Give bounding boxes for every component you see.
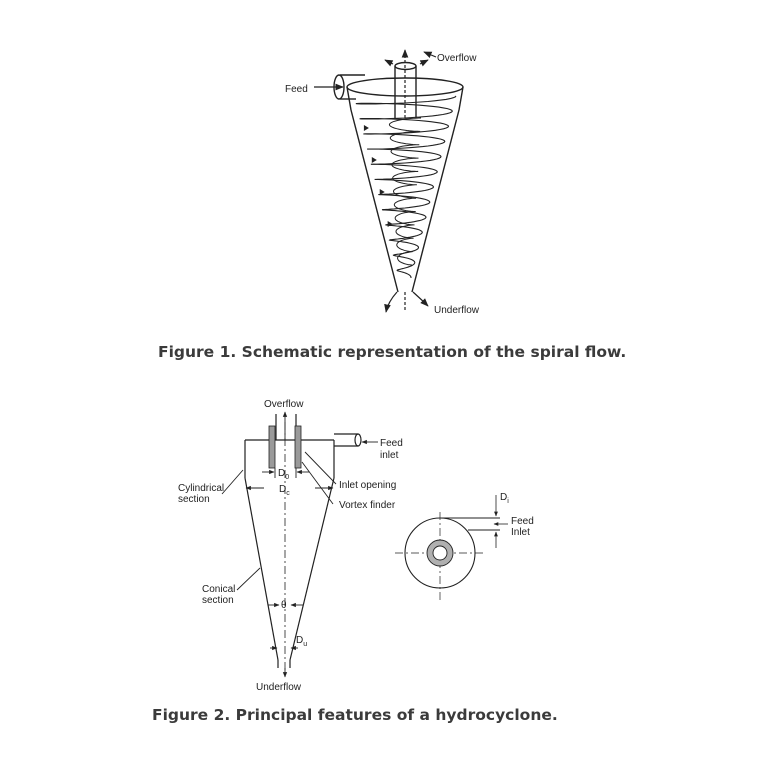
di-label: Di — [500, 492, 509, 505]
conical-section-label-line1: Conical — [202, 584, 235, 595]
spiral-direction-arrow — [387, 221, 393, 227]
inner-spiral — [388, 117, 421, 266]
conical-section-label-line2: section — [202, 595, 234, 606]
dc-label: Dc — [279, 484, 290, 497]
top-view-core — [432, 545, 448, 561]
underflow-arrow-left — [384, 291, 398, 313]
cylindrical-section-label-line1: Cylindrical — [178, 483, 224, 494]
spiral-direction-arrow — [363, 125, 369, 131]
outer-spiral — [355, 95, 457, 278]
feed-inlet-label-line1: Feed — [380, 438, 403, 449]
vortex-finder-right — [294, 425, 302, 469]
vortex-finder-left — [268, 425, 276, 469]
feed-label: Feed — [285, 84, 308, 95]
figure1-spiral-flow — [355, 95, 457, 278]
overflow-label: Overflow — [437, 53, 477, 64]
cylindrical-section-label-line2: section — [178, 494, 210, 505]
vortex-finder-label: Vortex finder — [339, 500, 396, 511]
figure2-caption: Figure 2. Principal features of a hydroc… — [152, 706, 558, 724]
d0-label: D0 — [278, 468, 289, 481]
figure1-arrows — [314, 49, 437, 313]
inlet-opening-label: Inlet opening — [339, 480, 396, 491]
underflow-label: Underflow — [434, 305, 480, 316]
overflow-label: Overflow — [264, 399, 304, 410]
underflow-label: Underflow — [256, 682, 302, 693]
underflow-arrow-right — [412, 291, 429, 307]
top-feed-inlet-label-line2: Inlet — [511, 527, 530, 538]
figure2-cyclone-outline — [244, 414, 362, 668]
top-feed-inlet-label-line1: Feed — [511, 516, 534, 527]
theta-label: θ — [281, 600, 287, 611]
figure1-caption: Figure 1. Schematic representation of th… — [158, 343, 627, 361]
du-label: Du — [296, 635, 307, 648]
spiral-direction-arrow — [371, 157, 377, 163]
spiral-direction-arrow — [379, 189, 385, 195]
feed-inlet-label-line2: inlet — [380, 450, 399, 461]
